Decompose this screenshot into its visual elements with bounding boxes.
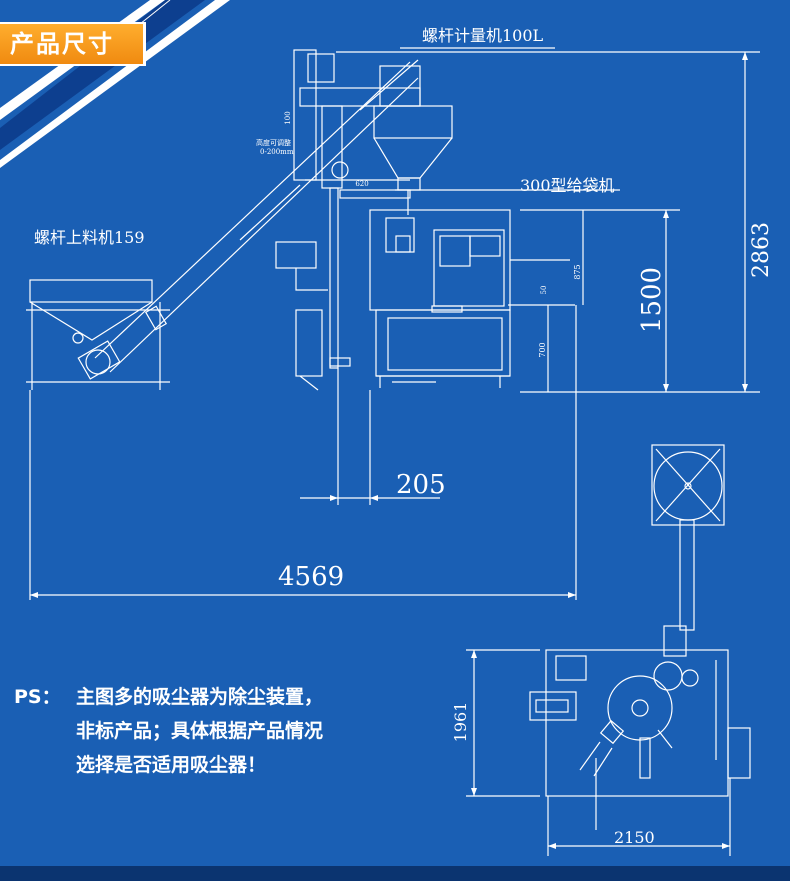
bag-machine	[369, 209, 575, 388]
ps-note: PS： 主图多的吸尘器为除尘装置， 非标产品；具体根据产品情况 选择是否适用吸尘器…	[14, 680, 323, 782]
metering-machine	[293, 49, 453, 369]
screw-conveyor	[94, 59, 419, 373]
dim-700: 700	[538, 342, 547, 357]
label-screw-feeder: 螺杆上料机159	[34, 228, 145, 247]
note-prefix: PS：	[14, 686, 61, 708]
section-title: 产品尺寸	[0, 22, 146, 66]
plan-view	[466, 444, 751, 856]
dim-620: 620	[355, 180, 368, 188]
control-box	[275, 241, 351, 391]
note-line-2: 非标产品；具体根据产品情况	[76, 720, 324, 742]
note-line-3: 选择是否适用吸尘器！	[76, 754, 267, 776]
dim-875: 875	[573, 264, 582, 279]
label-bag-machine: 300型给袋机	[520, 176, 615, 195]
dim-1500: 1500	[637, 267, 667, 333]
label-height-range: 0-200mm	[260, 148, 294, 156]
plan-dimension-arrows	[471, 650, 730, 849]
dim-100: 100	[284, 111, 292, 124]
dim-2150: 2150	[614, 828, 655, 847]
dim-50: 50	[540, 286, 548, 295]
bottom-bar	[0, 866, 790, 881]
feeder-hopper	[26, 279, 170, 390]
label-height-adjust: 高度可调整	[256, 139, 291, 147]
dimension-arrows	[30, 52, 748, 598]
dim-4569: 4569	[278, 562, 345, 592]
label-screw-metering: 螺杆计量机100L	[422, 26, 544, 45]
note-line-1: 主图多的吸尘器为除尘装置，	[76, 686, 324, 708]
dim-2863: 2863	[749, 222, 774, 278]
side-elevation	[26, 47, 760, 600]
dim-1961: 1961	[451, 702, 470, 743]
dim-205: 205	[396, 470, 446, 500]
